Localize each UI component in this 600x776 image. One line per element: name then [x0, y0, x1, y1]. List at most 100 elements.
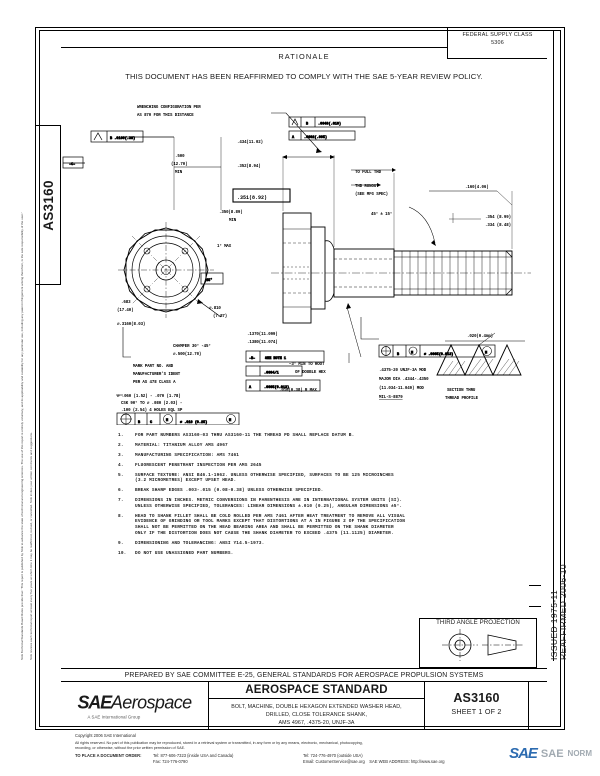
label-chamfer: CHAMFER 30° -45° — [173, 344, 211, 349]
note-line: FOR PART NUMBERS AS3160-03 THRU AS3160-1… — [135, 433, 355, 438]
note-line: MATERIAL: TITANIUM ALLOY AMS 4967 — [135, 442, 228, 448]
note-number: 9. — [118, 540, 124, 546]
note-text: HEAD TO SHANK FILLET SHALL BE COLD ROLLE… — [135, 513, 518, 538]
svg-text:B: B — [397, 353, 400, 357]
reaffirmed-date: REAFFIRMED 2006-10 — [558, 563, 568, 660]
svg-text:-B-: -B- — [249, 357, 255, 361]
label-dim-350-min: MIN — [229, 219, 237, 223]
order-row-1: TO PLACE A DOCUMENT ORDER: Tel: 877-606-… — [75, 753, 545, 759]
label-dim-500-mm: (12.70) — [171, 162, 188, 167]
svg-text:.0004/1: .0004/1 — [264, 371, 279, 376]
label-sect-1: SECTION THRU — [447, 389, 476, 393]
label-mark-2: MANUFACTURER'S IDENT — [133, 372, 181, 377]
order-row-2: Fax: 724-776-0790 Email: CustomerService… — [75, 759, 545, 765]
note-line: DIMENSIONS IN INCHES. METRIC CONVERSIONS… — [135, 498, 403, 504]
label-dia-3160: ⌀.3160(8.03) — [117, 322, 145, 327]
note-item: 7. DIMENSIONS IN INCHES. METRIC CONVERSI… — [118, 498, 518, 510]
label-thread-2: MAJOR DIA .4344-.4350 — [379, 378, 429, 382]
third-angle-projection-title: THIRD ANGLE PROJECTION — [436, 619, 520, 626]
label-dia-810: ⌀.810 — [209, 306, 221, 311]
svg-text:M: M — [485, 352, 487, 356]
label-dim-354: .354 (8.99) — [485, 215, 511, 220]
note-line: HEAD TO SHANK FILLET SHALL BE COLD ROLLE… — [135, 513, 406, 519]
note-line: UNLESS OTHERWISE SPECIFIED, TOLERANCES: … — [135, 503, 403, 509]
label-wrenching-2: AS 870 FOR THIS DISTANCE — [137, 114, 194, 118]
note-text: FOR PART NUMBERS AS3160-03 THRU AS3160-1… — [135, 433, 518, 440]
note-line: FLUORESCENT PENETRANT INSPECTION PER AMS… — [135, 462, 262, 468]
date-tick-1 — [529, 585, 541, 586]
label-mark-3: PER AS 478 CLASS A — [133, 381, 176, 385]
note-line: MANUFACTURING SPECIFICATION: AMS 7461 — [135, 452, 240, 458]
svg-text:M: M — [411, 352, 413, 356]
label-angle-45-15: 45° ± 15° — [371, 212, 392, 217]
note-number: 3. — [118, 452, 124, 458]
third-angle-projection-box — [419, 618, 537, 668]
sae-logo: SAEAerospace A SAE International Group — [77, 692, 192, 719]
svg-text:.0005(0.013): .0005(0.013) — [264, 385, 289, 390]
tel-outside: Tel: 724-776-4970 (outside USA) — [303, 753, 363, 759]
svg-text:⌀ .0005(0.013): ⌀ .0005(0.013) — [424, 352, 453, 357]
title-desc-line: BOLT, MACHINE, DOUBLE HEXAGON EXTENDED W… — [231, 704, 402, 710]
watermark-sae-blue: SAE — [509, 745, 538, 762]
notes-list: 1. FOR PART NUMBERS AS3160-03 THRU AS316… — [118, 433, 518, 562]
label-dia-810-mm: (7.87) — [213, 314, 227, 319]
title-block-middle: AEROSPACE STANDARD BOLT, MACHINE, DOUBLE… — [209, 682, 425, 729]
left-standard-tab-label: AS3160 — [40, 179, 56, 231]
note-line: ONLY IF THE DISTORTION DOES NOT CAUSE TH… — [135, 530, 394, 536]
label-dim-1380: .1380(11.074) — [247, 340, 278, 345]
label-dim-334: .334 (8.48) — [485, 223, 511, 228]
svg-text:M: M — [229, 419, 231, 423]
note-item: 6. BREAK SHARP EDGES .003-.015 (0.08-0.3… — [118, 488, 518, 495]
note-line: BREAK SHARP EDGES .003-.015 (0.08-0.38) … — [135, 488, 324, 494]
note-text: MANUFACTURING SPECIFICATION: AMS 7461 — [135, 452, 518, 460]
legal-notice-line-1: SAE Technical Standards Board Rules prov… — [20, 212, 24, 660]
title-desc-line: AMS 4967, .4375-20, UNJF-3A — [278, 719, 355, 726]
email-address[interactable]: Email: CustomerService@sae.org — [303, 759, 365, 765]
web-address[interactable]: SAE WEB ADDRESS: http://www.sae.org — [369, 759, 445, 765]
note-text: SURFACE TEXTURE: ANSI B46.1-1962. UNLESS… — [135, 473, 518, 485]
label-min-root-1: −3° MIN TO ROOT — [289, 362, 325, 367]
label-sect-2: THREAD PROFILE — [445, 397, 479, 401]
title-block-number-cell: AS3160 SHEET 1 OF 2 — [425, 682, 529, 729]
third-angle-symbol — [442, 629, 524, 661]
fsc-label: FEDERAL SUPPLY CLASS — [462, 32, 533, 38]
note-text: FLUORESCENT PENETRANT INSPECTION PER AMS… — [135, 462, 518, 470]
watermark-norm: NORM — [567, 749, 592, 758]
note-item: 5. SURFACE TEXTURE: ANSI B46.1-1962. UNL… — [118, 472, 518, 485]
title-description: BOLT, MACHINE, DOUBLE HEXAGON EXTENDED W… — [209, 699, 424, 729]
note-line: DIMENSIONING AND TOLERANCING: ANSI Y14.5… — [135, 540, 265, 546]
note-line: EVIDENCE OF GRINDING OR TOOL MARKS EXCEP… — [135, 519, 406, 525]
sae-wordmark: SAE — [77, 692, 112, 712]
svg-text:M: M — [166, 419, 168, 423]
note-number: 7. — [118, 498, 124, 504]
note-number: 5. — [118, 472, 124, 478]
label-thread-3: (11.034-11.049) MOD — [379, 386, 424, 391]
fax-number: Fax: 724-776-0790 — [153, 759, 188, 765]
aerospace-wordmark: Aerospace — [110, 692, 192, 712]
header-rule — [61, 47, 447, 48]
sheet-border-inner — [39, 30, 561, 727]
label-dim-434: .434(11.02) — [237, 140, 263, 145]
note-line: DO NOT USE UNASSIGNED PART NUMBERS. — [135, 550, 234, 556]
sheet-number: SHEET 1 OF 2 — [451, 707, 502, 716]
drawing-svg: B .0040(.010) A .0002(.005) B .0160(.38)… — [62, 106, 531, 425]
standard-type-label: AEROSPACE STANDARD — [209, 682, 424, 699]
copyright-line: Copyright 2006 SAE International — [75, 733, 136, 738]
label-dim-351: .351(8.92) — [237, 195, 267, 201]
label-hole-2: CSK 90° TO ⌀ .080 (2.03) - — [121, 401, 182, 406]
note-number: 4. — [118, 462, 124, 468]
label-dim-500: .500 — [175, 155, 185, 159]
order-label: TO PLACE A DOCUMENT ORDER: — [75, 753, 142, 759]
label-mark-1: MARK PART NO. AND — [133, 365, 174, 369]
label-sect-dim: .020(0.4mm) — [467, 334, 493, 339]
watermark-sae-gray: SAE — [540, 747, 564, 760]
label-dim-352: .352(8.94) — [237, 164, 261, 169]
order-label-spacer — [75, 759, 153, 765]
svg-text:.0040(.010): .0040(.010) — [318, 122, 341, 127]
title-desc-line: DRILLED, CLOSE TOLERANCE SHANK, — [265, 711, 368, 718]
note-number: 8. — [118, 513, 124, 519]
label-thread-4: MIL-S-8879 — [379, 396, 403, 400]
note-number: 10. — [118, 550, 127, 556]
rationale-body: THIS DOCUMENT HAS BEEN REAFFIRMED TO COM… — [125, 72, 483, 81]
